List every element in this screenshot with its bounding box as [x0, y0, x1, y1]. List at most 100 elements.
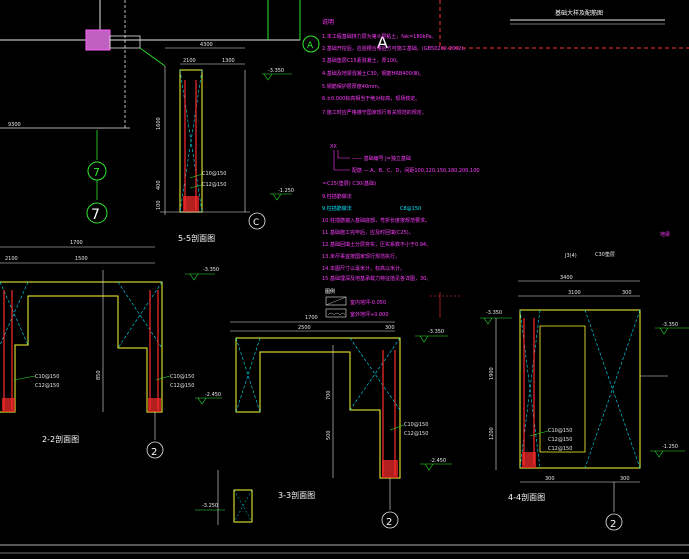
s22-elev-mid: -2.450: [205, 392, 221, 398]
legend-line-3: ＝C15(垫层) C30(基础): [322, 180, 376, 187]
s33-elev-top: -3.350: [428, 329, 444, 335]
note-line-10: 10.柱插筋锚入基础底部，弯折长度按规范要求。: [322, 217, 430, 224]
s44-rebar-2: C12@150: [548, 437, 572, 443]
s55-dim-b: 1300: [222, 58, 235, 64]
grid-bubble-a: [302, 35, 320, 53]
s33-dim-b: 300: [385, 325, 395, 331]
note-line-9b: 9.柱插筋做法: [322, 205, 352, 212]
note-line-3: 3.基础垫层C15素混凝土，厚100。: [322, 57, 401, 64]
note-line-5: 5.钢筋保护层厚度40mm。: [322, 83, 383, 90]
s22-title: 2-2剖面图: [42, 434, 79, 444]
note-line-11: 11.基础施工完毕后，应及时回填(C25)。: [322, 229, 414, 236]
grid-bubble-a-big-label: A: [377, 33, 388, 52]
grid-area-top-left: 9300 7 7 A A: [0, 0, 388, 224]
s33-dim-side-2: 500: [326, 430, 332, 440]
dim-9300: 9300: [8, 122, 21, 128]
s44-elev-right: -3.350: [662, 322, 678, 328]
s33-rebar-2: C12@150: [404, 431, 428, 437]
s33-rebar-1: C10@150: [404, 422, 428, 428]
s55-elev-bottom: -1.250: [278, 188, 294, 194]
s33-title: 3-3剖面图: [278, 490, 315, 500]
section-3-3: 1700 2500 300 700 500 -3.350 C10@150 C12…: [195, 315, 452, 529]
note-line-13: 13.未尽事宜按国家现行规范执行。: [322, 253, 400, 260]
s33-dim-top: 1700: [305, 315, 318, 321]
note-line-6: 6.±0.000标高相当于绝对标高，现场核定。: [322, 95, 420, 102]
s55-dim-a: 2100: [183, 58, 196, 64]
grid-bubble-2-left-label: 2: [151, 447, 157, 458]
s55-rebar-1: C10@150: [202, 171, 226, 177]
grid-bubble-c-label: C: [253, 218, 259, 228]
s44-dim-b: 300: [622, 290, 632, 296]
s44-elev-top: -3.350: [486, 310, 502, 316]
note-line-15: 15.基础埋深及地基承载力特征值见各详图，30。: [322, 275, 431, 282]
title-block-title: 基础大样及配筋图: [555, 9, 603, 17]
s33-elev-small: -3.250: [202, 503, 218, 509]
legend-code: XX: [330, 144, 337, 150]
s55-dim-top: 4300: [200, 42, 213, 48]
notes-label-right2: C30垫层: [595, 251, 615, 258]
s44-title: 4-4剖面图: [508, 492, 545, 502]
s33-elev-bot: -2.450: [430, 458, 446, 464]
note-line-14: 14.本图尺寸以毫米计，标高以米计。: [322, 265, 405, 272]
s55-dim-side-1: 1600: [156, 117, 162, 130]
section-5-5: 4300 2100 1300 -3.350 C10@150 C12@150 -1…: [156, 42, 294, 243]
grid-bubble-2-mid-label: 2: [386, 517, 392, 528]
s55-dim-bot: 100: [156, 200, 162, 210]
grid-bubble-7-label: 7: [93, 166, 100, 179]
note-line-12: 12.基础回填土分层夯实，压实系数不小于0.94。: [322, 241, 431, 248]
s55-title: 5-5剖面图: [178, 233, 215, 243]
section-2-2: 1700 2100 1500 850 -3.350 C10@150 C12@15…: [0, 240, 222, 459]
note-line-9: 9.柱插筋做法: [322, 193, 352, 200]
column-hatch-magenta: [85, 29, 111, 51]
section-4-4: J3(4) 3400 3100 300 1900 1200 -3.350 -3.…: [480, 253, 689, 531]
legend-a: 室内地坪-0.050: [350, 299, 386, 306]
s22-rebar-1-left: C10@150: [35, 374, 59, 380]
note-line-2: 2.基础开挖后，应验槽合格后方可施工基础。(GB50202-2002)。: [322, 45, 468, 52]
s44-dim-bot-1: 300: [545, 476, 555, 482]
s44-dim-bot-2: 300: [620, 476, 630, 482]
s44-dim-side-1: 1900: [489, 367, 495, 380]
s44-label-top: J3(4): [564, 253, 577, 259]
s22-dim-top: 1700: [70, 240, 83, 246]
note-line-4: 4.基础及地梁混凝土C30，钢筋HRB400(Ⅲ)。: [322, 70, 424, 77]
grid-bubble-a-label: A: [307, 41, 314, 51]
notes-block: 说明 1.本工程基础持力层为第②层粘土，fak=180kPa。 2.基础开挖后，…: [322, 18, 670, 318]
s33-dim-side-1: 700: [326, 390, 332, 400]
s22-dim-a: 2100: [5, 256, 18, 262]
grid-bubble-2-right-label: 2: [610, 519, 616, 530]
grid-bubble-c: [248, 212, 266, 230]
grid-bubble-2-mid: [381, 511, 399, 529]
legend-b: 室外地坪+0.000: [350, 311, 389, 318]
s22-dim-side: 850: [96, 370, 102, 380]
s22-dim-b: 1500: [75, 256, 88, 262]
grid-bubble-2-right: [605, 513, 623, 531]
s22-elev-top: -3.350: [203, 267, 219, 273]
s44-rebar-3: C12@150: [548, 446, 572, 452]
title-block: 基础大样及配筋图: [439, 0, 689, 49]
s33-dim-a: 2500: [298, 325, 311, 331]
s55-dim-side-2: 400: [156, 180, 162, 190]
notes-heading: 说明: [322, 18, 334, 26]
note-line-1: 1.本工程基础持力层为第②层粘土，fak=180kPa。: [322, 33, 436, 40]
legend-line-2: 配筋 — A、B、C、D，间距100,120,150,180,200,100: [352, 167, 480, 174]
s22-rebar-1-right: C10@150: [170, 374, 194, 380]
legend-title: 图例: [325, 288, 335, 295]
grid-bubble-2-left: [146, 441, 164, 459]
legend-line-1: —— 基础编号 J=独立基础: [352, 155, 411, 162]
note-line-9-value: C8@150: [400, 206, 421, 212]
notes-label-right: 地梁: [660, 231, 670, 238]
grid-bubble-7-large-label: 7: [91, 207, 100, 223]
s44-elev-mid: -1.250: [662, 444, 678, 450]
s44-dim-a: 3100: [568, 290, 581, 296]
s22-rebar-2-left: C12@150: [35, 383, 59, 389]
s22-rebar-2-right: C12@150: [170, 383, 194, 389]
s44-dim-side-2: 1200: [489, 427, 495, 440]
note-line-7: 7.施工时应严格遵守国家现行有关规范的规定。: [322, 109, 427, 116]
s55-rebar-2: C12@150: [202, 182, 226, 188]
s44-dim-top: 3400: [560, 275, 573, 281]
grid-bubble-7-large: [86, 202, 108, 224]
s44-rebar-1: C10@150: [548, 428, 572, 434]
s55-elev-top: -3.350: [268, 68, 284, 74]
